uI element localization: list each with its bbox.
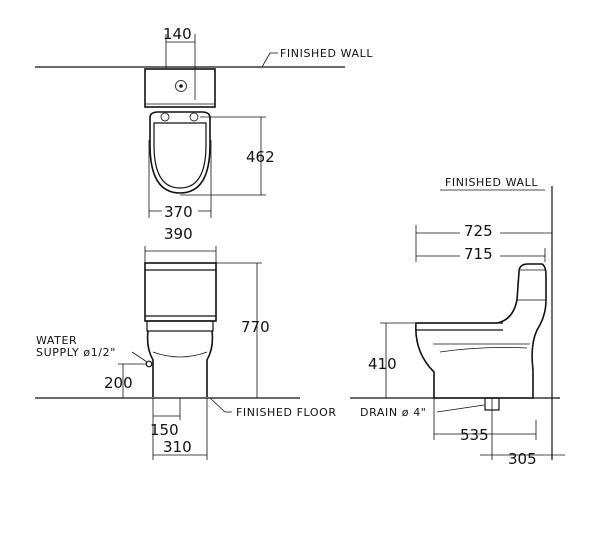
dim-150: 150 [150,421,179,439]
water-supply-label-2: SUPPLY ø1/2" [36,346,116,359]
side-bowl-curve [439,347,528,353]
drain-leader [436,404,485,413]
top-hinge-right [189,112,199,122]
finished-floor-label: FINISHED FLOOR [236,406,337,419]
drain-label: DRAIN ø 4" [360,406,426,419]
dim-370: 370 [164,203,193,221]
front-bowl-curve [152,351,208,358]
top-view: FINISHED WALL 140 462 370 [35,25,373,221]
dim-200: 200 [104,374,133,392]
water-supply-leader [131,351,148,363]
floor-leader [209,397,232,413]
side-view: FINISHED WALL 725 715 410 DRAIN ø 4" [350,176,565,468]
dim-715: 715 [464,245,493,263]
dim-370-mask [162,204,198,219]
front-tank-outline [144,262,217,322]
dim-535: 535 [460,426,489,444]
side-toilet-outline [415,263,547,399]
dim-770: 770 [241,318,270,336]
top-seat-inner [153,122,207,189]
top-seat-outline [149,111,211,194]
top-hinge-left [160,112,170,122]
top-tank-outline [144,68,216,108]
dim-725: 725 [464,222,493,240]
water-supply-label-1: WATER [36,334,77,347]
water-supply-icon [145,360,153,368]
top-wall-leader [261,52,278,68]
dim-725-mask [460,222,500,238]
finished-wall-label-top: FINISHED WALL [280,47,373,60]
dim-410: 410 [368,355,397,373]
top-flush-button-icon [175,80,187,92]
top-flush-button-dot [179,84,183,88]
dim-390: 390 [164,225,193,243]
dim-305: 305 [508,450,537,468]
front-seat-band [146,320,214,332]
front-view: 390 WATER SUPPLY ø1/2" 770 200 FINISHED … [35,225,337,460]
finished-wall-label-side: FINISHED WALL [445,176,538,189]
dim-462: 462 [246,148,275,166]
dim-715-mask [460,245,500,261]
front-bowl-body [146,330,214,397]
dim-310: 310 [163,438,192,456]
dim-140: 140 [163,25,192,43]
